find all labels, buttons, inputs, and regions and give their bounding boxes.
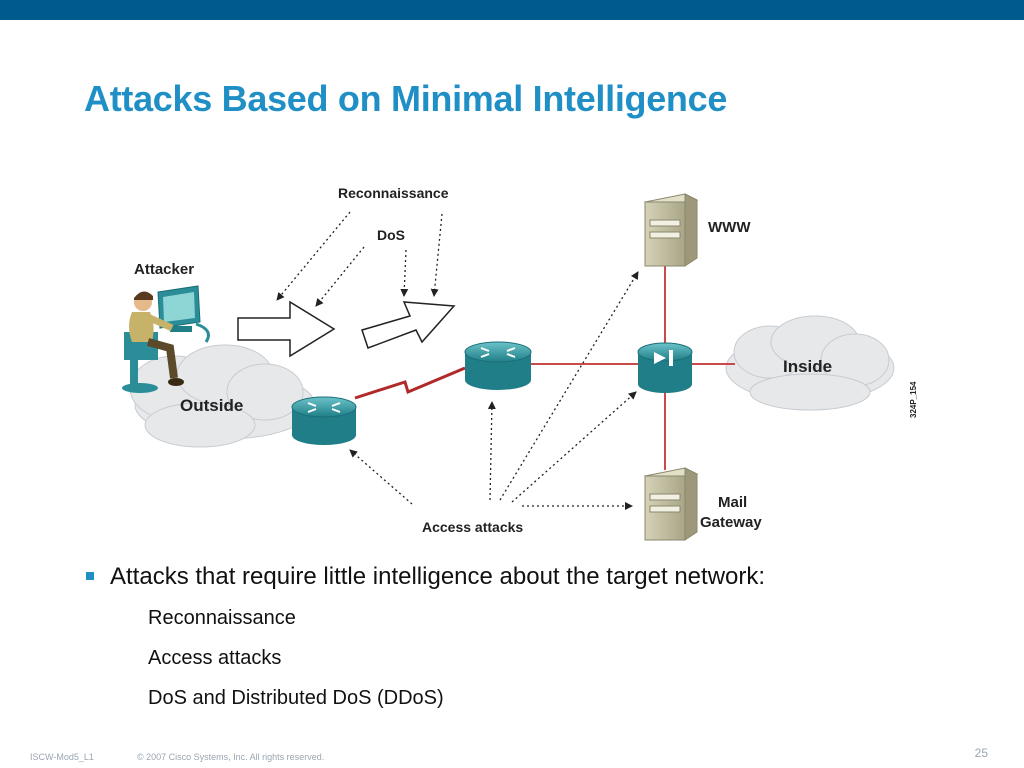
slide-title: Attacks Based on Minimal Intelligence xyxy=(84,78,728,119)
dos-label: DoS xyxy=(377,227,405,243)
inside-cloud xyxy=(725,315,895,411)
mail-gateway-server-icon xyxy=(643,467,699,541)
www-server-icon xyxy=(643,193,699,267)
gateway-label: Gateway xyxy=(700,514,762,531)
network-diagram: Reconnaissance DoS Attacker Outside Insi… xyxy=(122,185,918,541)
access-attacks-label: Access attacks xyxy=(422,519,523,535)
main-bullet-text: Attacks that require little intelligence… xyxy=(110,563,766,590)
www-label: WWW xyxy=(708,219,751,236)
sub-bullet-reconnaissance: Reconnaissance xyxy=(148,607,296,629)
inside-label: Inside xyxy=(783,357,832,376)
sub-bullet-dos: DoS and Distributed DoS (DDoS) xyxy=(148,687,444,709)
attacker-icon xyxy=(122,285,210,393)
top-bar xyxy=(0,0,1024,20)
main-bullet: Attacks that require little intelligence… xyxy=(84,562,984,592)
figure-id-label: 324P_154 xyxy=(909,381,918,418)
attacker-label: Attacker xyxy=(134,261,194,278)
footer-copyright: © 2007 Cisco Systems, Inc. All rights re… xyxy=(137,752,325,762)
page-number: 25 xyxy=(974,746,988,760)
bullet-square-icon xyxy=(86,572,94,580)
bullet-list: Attacks that require little intelligence… xyxy=(84,562,984,710)
mail-label: Mail xyxy=(718,494,747,511)
sub-bullet-access-attacks: Access attacks xyxy=(148,647,282,669)
footer-course: ISCW-Mod5_L1 xyxy=(30,752,94,762)
outside-label: Outside xyxy=(180,396,243,415)
recon-arrow xyxy=(237,300,336,358)
reconnaissance-label: Reconnaissance xyxy=(338,185,449,201)
central-router-icon xyxy=(464,341,532,390)
firewall-icon xyxy=(637,342,693,393)
wan-link xyxy=(354,366,466,400)
dos-arrow xyxy=(361,301,456,349)
attack-arrows xyxy=(276,211,639,510)
outside-router-icon xyxy=(291,396,357,445)
